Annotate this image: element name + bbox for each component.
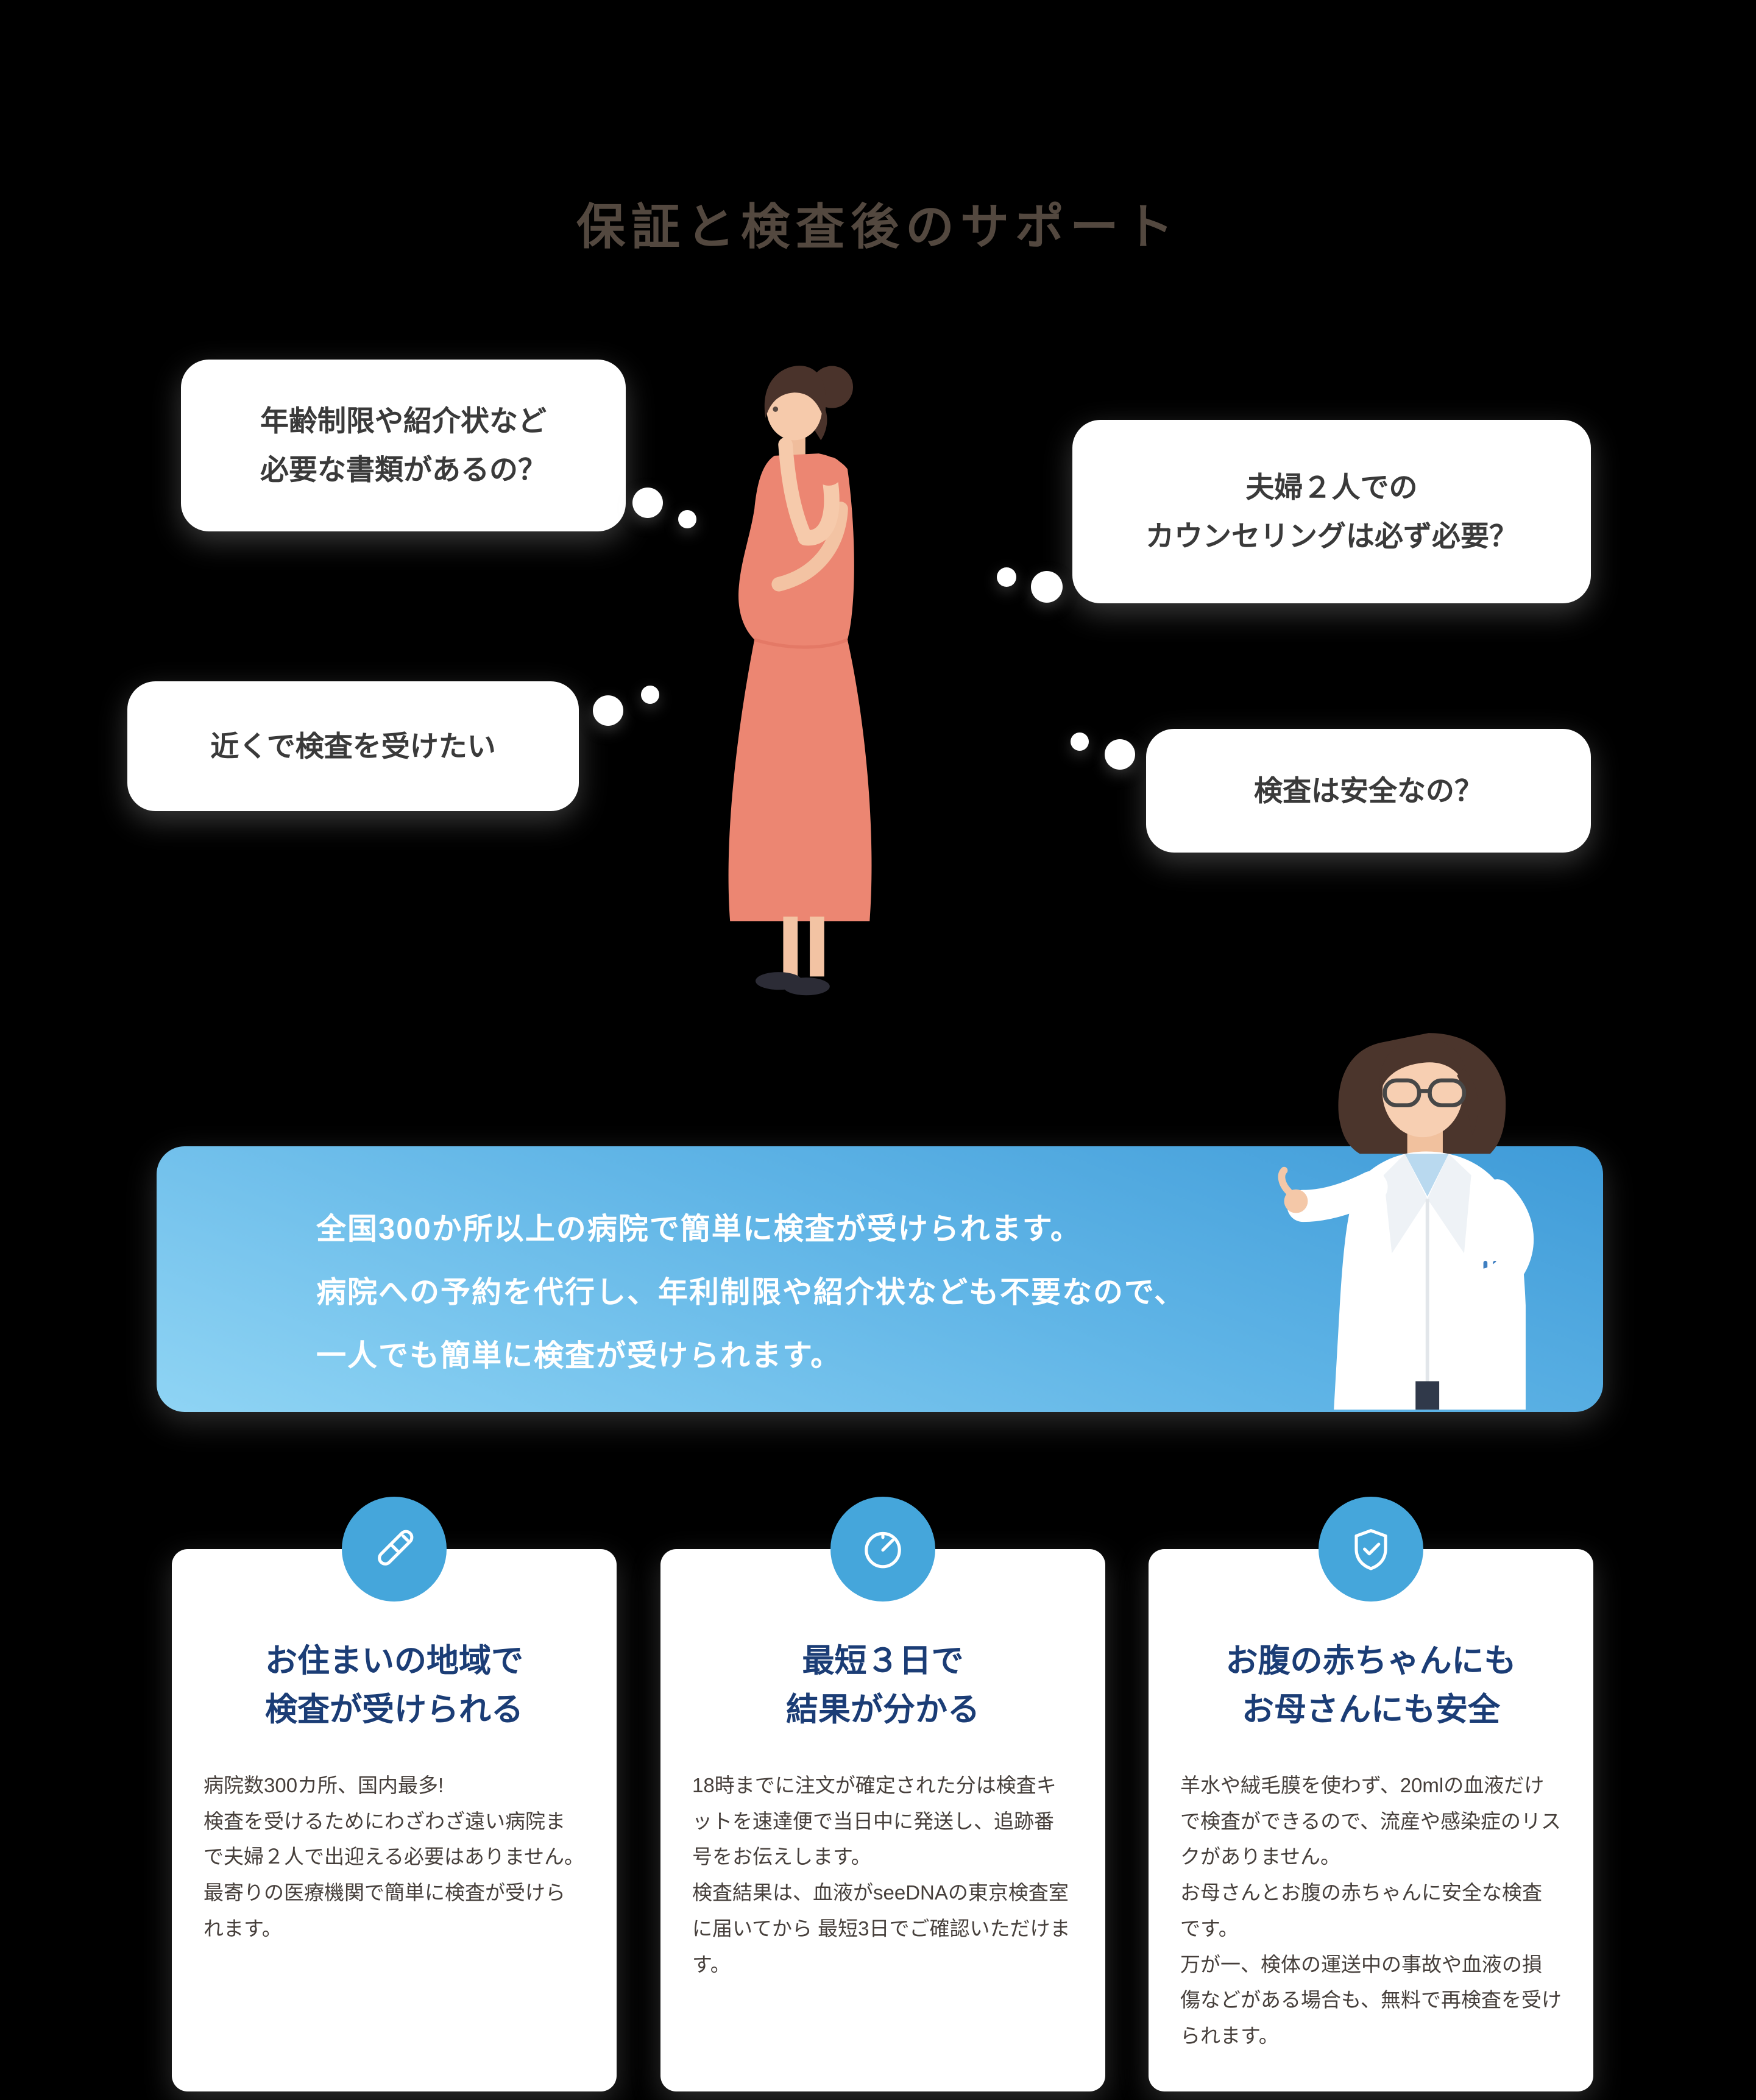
shield-check-icon: [1354, 1529, 1387, 1570]
card-body-paragraph: 検査結果は、血液がseeDNAの東京検査室に届いてから 最短3日でご確認いただけ…: [692, 1881, 1071, 1976]
card-body-paragraph: 万が一、検体の運送中の事故や血液の損傷などがある場合も、無料で再検査を受けられま…: [1180, 1953, 1562, 2048]
bubble-line: カウンセリングは必ず必要？: [1145, 519, 1518, 552]
card-title-line: お母さんにも安全: [1242, 1691, 1500, 1728]
thought-tail-dot: [593, 695, 623, 726]
page-title: 保証と検査後のサポート: [576, 200, 1180, 254]
card-body-paragraph: お母さんとお腹の赤ちゃんに安全な検査です。: [1180, 1881, 1542, 1940]
doctor-svg: [1278, 1033, 1534, 1410]
thought-tail-dot: [997, 567, 1016, 587]
pregnant-woman-illustration: [695, 338, 938, 1035]
card-title: お腹の赤ちゃんにも お母さんにも安全: [1180, 1637, 1562, 1734]
bubble-line: 夫婦２人での: [1245, 470, 1418, 503]
thought-tail-dot: [1105, 739, 1135, 770]
card-icon-badge: [830, 1497, 935, 1602]
card-body-paragraph: 18時までに注文が確定された分は検査キットを速達便で当日中に発送し、追跡番号をお…: [692, 1774, 1057, 1868]
test-tube-icon: [378, 1530, 414, 1566]
thought-bubble-nearby: 近くで検査を受けたい: [127, 681, 579, 811]
pregnant-woman-svg: [728, 366, 872, 996]
card-title-line: お住まいの地域で: [265, 1643, 523, 1679]
feature-card-location: お住まいの地域で 検査が受けられる 病院数300カ所、国内最多! 検査を受けるた…: [172, 1497, 617, 2091]
doctor-illustration: [1253, 1016, 1609, 1412]
thought-tail-dot: [1031, 571, 1063, 603]
card-body-paragraph: 羊水や絨毛膜を使わず、20mlの血液だけで検査ができるので、流産や感染症のリスク…: [1180, 1774, 1562, 1868]
banner-line: 一人でも簡単に検査が受けられます。: [316, 1339, 842, 1372]
banner-line: 全国300か所以上の病院で簡単に検査が受けられます。: [316, 1213, 1082, 1246]
bubble-line: 検査は安全なの？: [1254, 774, 1483, 807]
thought-bubble-couple-counseling: 夫婦２人での カウンセリングは必ず必要？: [1072, 420, 1591, 603]
card-body: 羊水や絨毛膜を使わず、20mlの血液だけで検査ができるので、流産や感染症のリスク…: [1180, 1768, 1562, 2054]
bubble-line: 必要な書類があるの？: [260, 453, 547, 486]
feature-card-safety: お腹の赤ちゃんにも お母さんにも安全 羊水や絨毛膜を使わず、20mlの血液だけで…: [1149, 1497, 1593, 2091]
card-icon-badge: [1319, 1497, 1423, 1602]
card-body: 18時までに注文が確定された分は検査キットを速達便で当日中に発送し、追跡番号をお…: [692, 1768, 1074, 1982]
bubble-line: 年齢制限や紹介状など: [260, 405, 547, 438]
card-title: 最短３日で 結果が分かる: [692, 1637, 1074, 1734]
banner-line: 病院への予約を代行し、年利制限や紹介状なども不要なので、: [316, 1276, 1186, 1309]
card-title-line: 最短３日で: [802, 1643, 964, 1679]
card-title-line: 検査が受けられる: [265, 1691, 523, 1728]
thought-tail-dot: [678, 510, 696, 528]
card-body-paragraph: 最寄りの医療機関で簡単に検査が受けられます。: [204, 1881, 565, 1940]
card-body: 病院数300カ所、国内最多! 検査を受けるためにわざわざ遠い病院まで夫婦２人で出…: [204, 1768, 585, 1947]
card-body-paragraph: 病院数300カ所、国内最多!: [204, 1774, 444, 1797]
thought-tail-dot: [641, 686, 659, 704]
card-icon-badge: [342, 1497, 447, 1602]
thought-tail-dot: [632, 488, 663, 518]
card-title-line: お腹の赤ちゃんにも: [1225, 1643, 1517, 1679]
bubble-line: 近くで検査を受けたい: [210, 729, 496, 762]
thought-tail-dot: [1071, 733, 1089, 751]
thought-bubble-safety: 検査は安全なの？: [1146, 729, 1591, 853]
feature-card-speed: 最短３日で 結果が分かる 18時までに注文が確定された分は検査キットを速達便で当…: [660, 1497, 1105, 2091]
thought-bubble-documents: 年齢制限や紹介状など 必要な書類があるの？: [181, 360, 626, 531]
card-title: お住まいの地域で 検査が受けられる: [204, 1637, 585, 1734]
card-body-paragraph: 検査を受けるためにわざわざ遠い病院まで夫婦２人で出迎える必要はありません。: [204, 1809, 585, 1868]
card-title-line: 結果が分かる: [786, 1691, 980, 1728]
gauge-icon: [865, 1531, 901, 1569]
